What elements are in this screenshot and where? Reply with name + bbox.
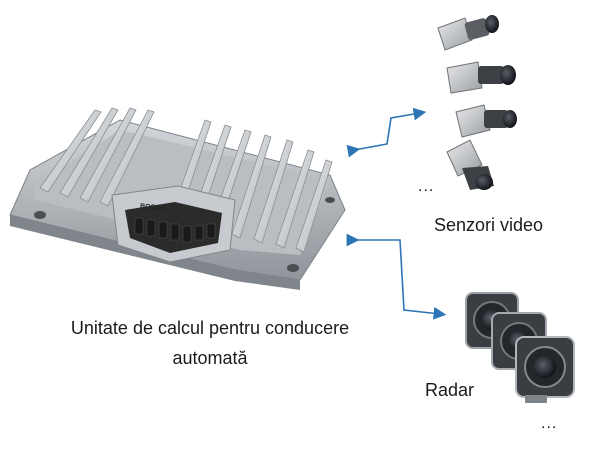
radar-sensor-3 bbox=[515, 336, 575, 403]
video-sensors-caption: Senzori video bbox=[434, 215, 544, 235]
radar-caption: Radar bbox=[425, 380, 475, 400]
ecu-caption-line1: Unitate de calcul pentru conducere bbox=[70, 318, 350, 338]
radar-sensor-group bbox=[465, 292, 575, 403]
radar-ellipsis: ... bbox=[541, 415, 558, 432]
ecu-unit: BOSCH bbox=[9, 107, 346, 290]
video-camera-2 bbox=[446, 61, 516, 94]
video-sensors-ellipsis: ... bbox=[418, 178, 435, 195]
connection-arrows bbox=[346, 107, 447, 320]
arrow-ecu-to-video bbox=[346, 107, 427, 158]
arrow-ecu-to-radar bbox=[346, 233, 447, 320]
ecu-caption-line2: automată bbox=[172, 348, 248, 368]
video-camera-1 bbox=[437, 15, 499, 51]
ecu-connector: BOSCH bbox=[111, 185, 236, 263]
video-camera-3 bbox=[455, 104, 517, 138]
ecu-caption: Unitate de calcul pentru conducere autom… bbox=[40, 313, 380, 373]
video-sensor-group bbox=[437, 15, 517, 190]
video-camera-4 bbox=[446, 139, 494, 190]
ecu-brand-logo: BOSCH bbox=[140, 203, 166, 213]
heat-sink-fins bbox=[39, 107, 333, 253]
